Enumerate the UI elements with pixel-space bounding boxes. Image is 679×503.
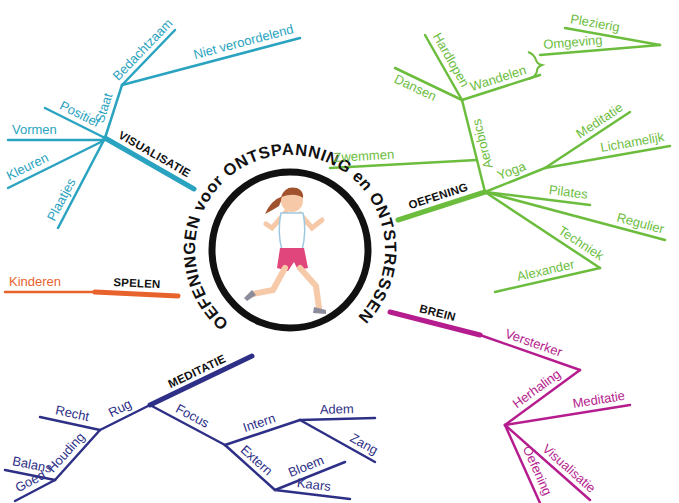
branch-line bbox=[505, 425, 590, 500]
branch-heading: SPELEN bbox=[113, 276, 161, 291]
branch-label: Herhaling bbox=[510, 367, 564, 412]
circle-outline: OEFENINGEN voor ONTSPANNING en ONTSTRESS… bbox=[180, 140, 400, 360]
centre-circle: OEFENINGEN voor ONTSPANNING en ONTSTRESS… bbox=[180, 140, 400, 360]
branch-heading: VISUALISATIE bbox=[116, 129, 193, 181]
branch-label: Rug bbox=[107, 397, 135, 421]
branch-line bbox=[300, 418, 375, 420]
branch-label: Plaatjes bbox=[45, 176, 80, 224]
branch-label: Meditatie bbox=[571, 389, 625, 412]
branch-label: Kaars bbox=[296, 476, 332, 495]
branch-label: Plezierig bbox=[569, 12, 621, 35]
branch-label: Adem bbox=[320, 402, 354, 418]
branch-line bbox=[485, 192, 600, 268]
branch-label: Intern bbox=[241, 411, 277, 436]
branch-label: Versterker bbox=[503, 327, 564, 361]
branch-label: Yoga bbox=[495, 159, 528, 184]
runner-figure bbox=[244, 187, 326, 314]
branch-label: Kinderen bbox=[9, 275, 61, 290]
branch-line bbox=[5, 291, 95, 294]
circle-ground bbox=[212, 172, 368, 328]
branch-lines bbox=[5, 28, 670, 503]
branch-label: Vormen bbox=[12, 123, 57, 138]
branch-label: Houding bbox=[45, 430, 89, 476]
branch-label: Zwemmen bbox=[333, 148, 394, 166]
branch-line bbox=[8, 139, 105, 142]
circle-title: OEFENINGEN voor ONTSPANNING en ONTSTRESS… bbox=[180, 140, 400, 334]
brace bbox=[528, 52, 542, 79]
branch-line bbox=[95, 292, 178, 296]
